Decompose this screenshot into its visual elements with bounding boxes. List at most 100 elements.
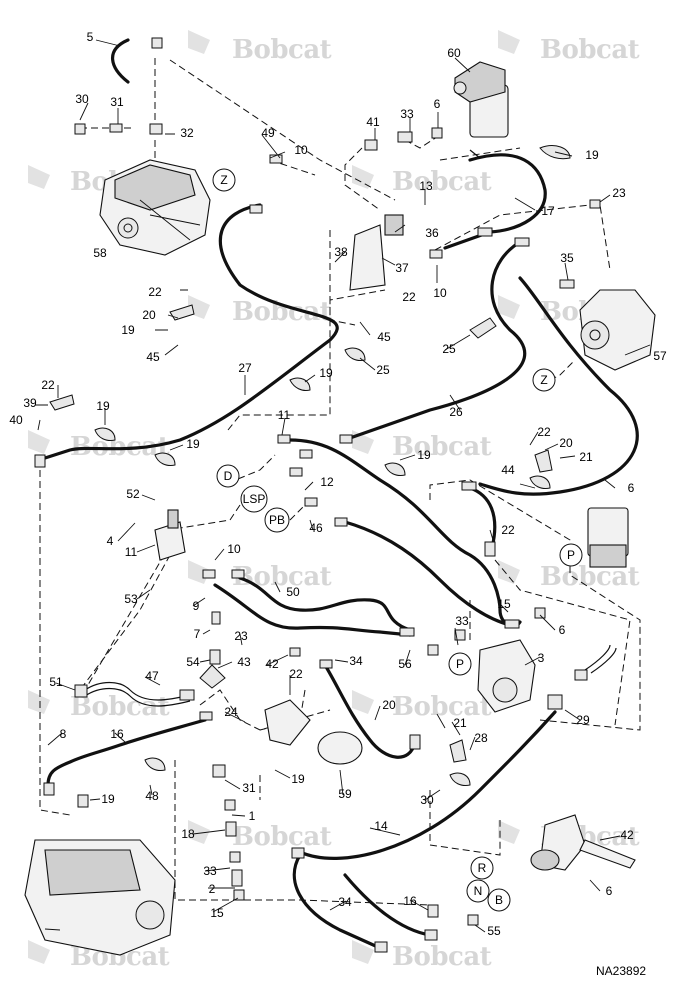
- callout: 10: [227, 542, 241, 556]
- callout: 57: [653, 349, 667, 363]
- callout: 14: [374, 819, 388, 833]
- callout: 2: [209, 882, 216, 896]
- hose-29-line: [288, 438, 522, 628]
- callout: 37: [395, 261, 409, 275]
- callout: 49: [261, 126, 275, 140]
- callout: 54: [186, 655, 200, 669]
- ref-circle-p: P: [559, 543, 583, 567]
- callout: 41: [366, 115, 380, 129]
- callout: 19: [585, 148, 599, 162]
- callout: 30: [420, 793, 434, 807]
- callout: 60: [447, 46, 461, 60]
- callout: 45: [377, 330, 391, 344]
- callout: 25: [442, 342, 456, 356]
- callout: 39: [23, 396, 37, 410]
- ref-circle-z: Z: [212, 168, 236, 192]
- watermark: Bobcat: [352, 690, 492, 722]
- callout: 21: [579, 450, 593, 464]
- callout: 27: [238, 361, 252, 375]
- callout: 19: [291, 772, 305, 786]
- watermark: Bobcat: [352, 165, 492, 197]
- callout: 33: [455, 614, 469, 628]
- callout: 19: [186, 437, 200, 451]
- callout: 13: [419, 179, 433, 193]
- bracket-37: [349, 214, 404, 291]
- callout: 5: [87, 30, 94, 44]
- callout: 22: [402, 290, 416, 304]
- callout: 34: [349, 654, 363, 668]
- steering-valve: [587, 507, 629, 568]
- callout: 52: [126, 487, 140, 501]
- callout: 15: [497, 597, 511, 611]
- hose-2b: [343, 873, 432, 937]
- hose-27: [43, 203, 339, 460]
- svg-text:Z: Z: [220, 173, 227, 187]
- callout: 3: [538, 651, 545, 665]
- pump-58: [99, 159, 211, 256]
- hoses: [43, 38, 639, 950]
- callout: 17: [541, 204, 555, 218]
- callout: 22: [537, 425, 551, 439]
- filter-60: [453, 61, 509, 138]
- svg-text:Bobcat: Bobcat: [232, 562, 332, 592]
- ref-circle-n: N: [466, 879, 490, 903]
- callout: 55: [487, 924, 501, 938]
- ref-circle-p: P: [448, 652, 472, 676]
- callout: 20: [559, 436, 573, 450]
- motor-55: [24, 839, 176, 956]
- callout: 30: [75, 92, 89, 106]
- callout: 19: [101, 792, 115, 806]
- callout: 36: [425, 226, 439, 240]
- callout: 50: [286, 585, 300, 599]
- assembly-14: [530, 814, 636, 871]
- svg-text:D: D: [224, 469, 233, 483]
- svg-text:Bobcat: Bobcat: [232, 822, 332, 852]
- hose-17: [443, 153, 547, 250]
- callout: 26: [449, 405, 463, 419]
- callout: 22: [501, 523, 515, 537]
- ref-circle-z: Z: [532, 368, 556, 392]
- valve-block-4: [154, 509, 186, 561]
- callout: 35: [560, 251, 574, 265]
- svg-text:Bobcat: Bobcat: [392, 942, 492, 972]
- callout: 6: [628, 481, 635, 495]
- callout: 22: [289, 667, 303, 681]
- callout: 47: [145, 669, 159, 683]
- hose-8: [46, 718, 207, 787]
- watermark: Bobcat: [188, 560, 332, 592]
- callout: 40: [9, 413, 23, 427]
- watermark: Bobcat: [498, 560, 640, 592]
- callout: 20: [382, 698, 396, 712]
- callout: 4: [107, 534, 114, 548]
- callout: 51: [49, 675, 63, 689]
- hose-7: [213, 583, 412, 637]
- watermark: Bobcat: [352, 940, 492, 972]
- hose-24: [323, 663, 417, 759]
- callout: 8: [60, 727, 67, 741]
- callout: 34: [338, 895, 352, 909]
- hose-26: [348, 240, 527, 440]
- callout: 20: [142, 308, 156, 322]
- callout: 15: [210, 906, 224, 920]
- components: [24, 37, 656, 956]
- svg-text:B: B: [495, 893, 503, 907]
- callouts: 5 60 30 31 32 41 33 6 49 10 19 13 17 23 …: [9, 30, 667, 938]
- callout: 16: [403, 894, 417, 908]
- callout: 42: [265, 657, 279, 671]
- callout: 32: [180, 126, 194, 140]
- fittings: [34, 37, 601, 953]
- figure-id: NA23892: [596, 964, 646, 978]
- callout: 24: [224, 705, 238, 719]
- reference-circles: Z Z D LSP PB P P R N B: [212, 168, 583, 912]
- callout: 44: [501, 463, 515, 477]
- callout: 16: [110, 727, 124, 741]
- accumulator-48: [264, 699, 363, 765]
- svg-text:P: P: [567, 548, 575, 562]
- ref-circle-b: B: [487, 888, 511, 912]
- callout: 43: [237, 655, 251, 669]
- svg-text:Bobcat: Bobcat: [392, 692, 492, 722]
- callout: 23: [234, 629, 248, 643]
- motor-56: [477, 639, 536, 713]
- callout: 19: [121, 323, 135, 337]
